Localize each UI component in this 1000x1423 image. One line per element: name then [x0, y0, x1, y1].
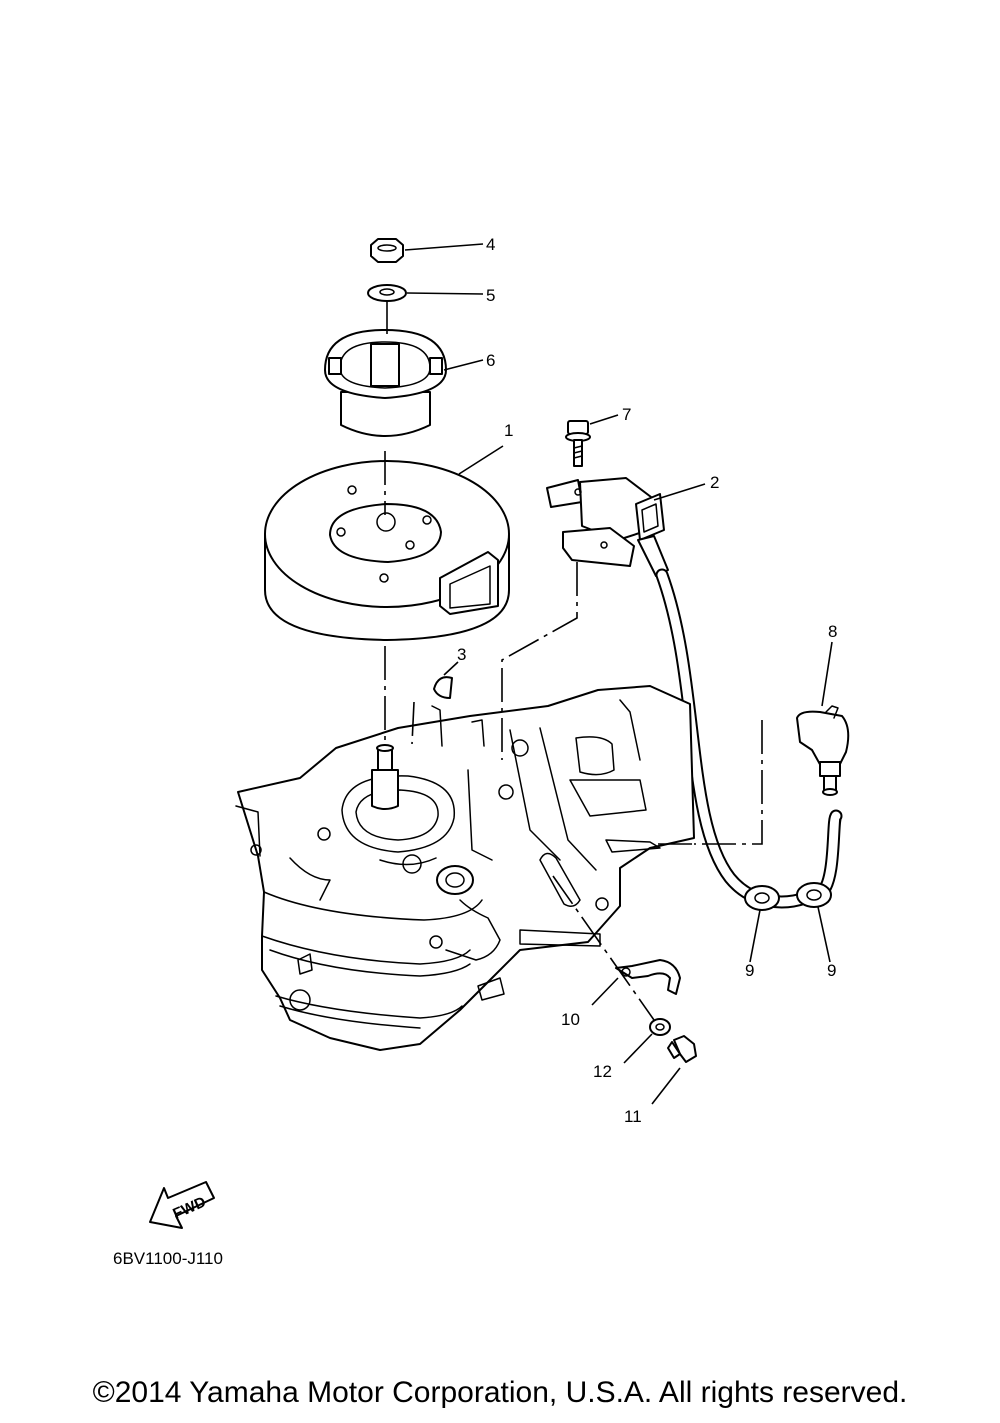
grommet-part-right [796, 882, 832, 908]
callout-label-12: 12 [593, 1062, 612, 1081]
callout-label-9b: 9 [827, 961, 836, 980]
copyright-notice: ©2014 Yamaha Motor Corporation, U.S.A. A… [92, 1376, 908, 1409]
nut-part [370, 238, 404, 263]
callout-label-8: 8 [828, 622, 837, 641]
flywheel-magneto-part [264, 460, 510, 641]
forward-direction-arrow-icon: FWD [149, 1181, 215, 1229]
ignition-coil-part [546, 477, 669, 577]
washer-part [367, 284, 407, 302]
callout-label-3: 3 [457, 645, 466, 664]
high-tension-cord [655, 568, 843, 909]
callout-label-5: 5 [486, 286, 495, 305]
woodruff-key-part [433, 676, 453, 699]
callout-label-10: 10 [561, 1010, 580, 1029]
assembly-lines [384, 300, 763, 1021]
plug-cap-part [796, 705, 850, 796]
callout-leaders [404, 243, 833, 1105]
engine-powerhead [235, 685, 695, 1051]
clamp-part [615, 959, 681, 995]
bolt-part [565, 420, 591, 467]
callout-label-6: 6 [486, 351, 495, 370]
callout-label-2: 2 [710, 473, 719, 492]
screw-part [667, 1035, 697, 1063]
washer-small-part [649, 1018, 671, 1036]
callout-label-4: 4 [486, 235, 495, 254]
callout-label-9a: 9 [745, 961, 754, 980]
grommet-part-left [744, 885, 780, 911]
starter-pulley-part [324, 329, 447, 437]
callout-label-1: 1 [504, 421, 513, 440]
diagram-code: 6BV1100-J110 [113, 1249, 223, 1268]
callout-label-7: 7 [622, 405, 631, 424]
callout-label-11: 11 [624, 1107, 642, 1126]
callout-numbers: 4 5 6 1 7 2 3 8 9 9 10 12 11 [457, 235, 837, 1126]
